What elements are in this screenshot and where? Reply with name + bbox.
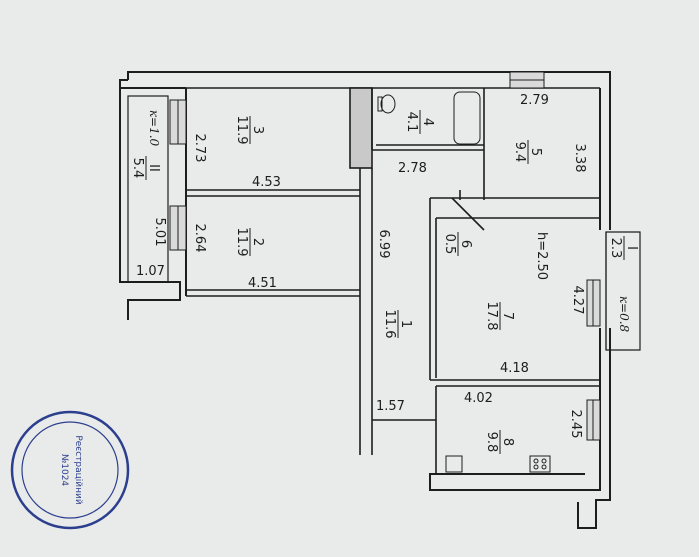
windows <box>169 71 601 441</box>
bathtub-icon <box>453 91 481 145</box>
room-2-number: 2 <box>250 238 265 246</box>
room-4-number: 4 <box>420 118 435 126</box>
room-labels: 3 11.9 2 11.9 1 11.6 4 4.1 5 9.4 6 0.5 <box>234 110 543 454</box>
dim-3-38: 3.38 <box>572 144 587 173</box>
inner-walls <box>186 87 600 474</box>
room-6-number: 6 <box>458 240 473 248</box>
stove-icon <box>529 455 551 473</box>
balcony-ii <box>127 95 169 283</box>
room-3-number: 3 <box>250 126 265 134</box>
dim-4-18: 4.18 <box>500 361 529 376</box>
dim-2-79: 2.79 <box>520 93 549 108</box>
dim-4-02: 4.02 <box>464 391 493 406</box>
dim-5-01: 5.01 <box>152 218 167 247</box>
dim-1-57: 1.57 <box>376 399 405 414</box>
balcony-labels: II 5.4 к=1.0 I 2.3 к=0.8 <box>130 110 639 333</box>
dim-4-51: 4.51 <box>248 276 277 291</box>
dim-2-45: 2.45 <box>568 410 583 439</box>
dim-2-78: 2.78 <box>398 161 427 176</box>
room-5-area: 9.4 <box>512 142 527 163</box>
room-1-number: 1 <box>398 320 413 328</box>
dim-6-99: 6.99 <box>376 230 391 259</box>
dim-4-27: 4.27 <box>570 286 585 315</box>
ceiling-height: h=2.50 <box>534 232 549 280</box>
room-2-area: 11.9 <box>234 228 249 257</box>
room-5-number: 5 <box>528 148 543 156</box>
fixtures <box>377 91 551 473</box>
dimension-labels: 2.79 3.38 2.78 2.73 4.53 2.64 4.51 5.01 … <box>136 93 587 438</box>
dim-2-64: 2.64 <box>192 224 207 253</box>
dim-1-07: 1.07 <box>136 264 165 279</box>
balcony-i-coef: к=0.8 <box>617 296 631 333</box>
stamp-line-1: Реєстраційний <box>73 435 83 505</box>
balcony-ii-coef: к=1.0 <box>147 110 161 147</box>
sink-icon <box>445 455 463 473</box>
room-6-area: 0.5 <box>442 234 457 255</box>
room-8-number: 8 <box>500 438 515 446</box>
dim-2-73: 2.73 <box>192 134 207 163</box>
room-8-area: 9.8 <box>484 432 499 453</box>
balcony-i-roman: I <box>624 246 639 250</box>
balcony-i <box>605 231 641 351</box>
balcony-ii-roman: II <box>146 164 161 172</box>
room-7-area: 17.8 <box>484 302 499 331</box>
stamp-line-2: №1024 <box>59 454 69 487</box>
room-3-area: 11.9 <box>234 116 249 145</box>
official-stamp: Реєстраційний №1024 <box>10 410 130 530</box>
room-4-area: 4.1 <box>404 112 419 133</box>
balcony-ii-area: 5.4 <box>130 158 145 179</box>
room-1-area: 11.6 <box>382 310 397 339</box>
toilet-icon <box>380 94 396 114</box>
room-7-number: 7 <box>500 312 515 320</box>
balcony-i-area: 2.3 <box>608 238 623 259</box>
dim-4-53: 4.53 <box>252 175 281 190</box>
